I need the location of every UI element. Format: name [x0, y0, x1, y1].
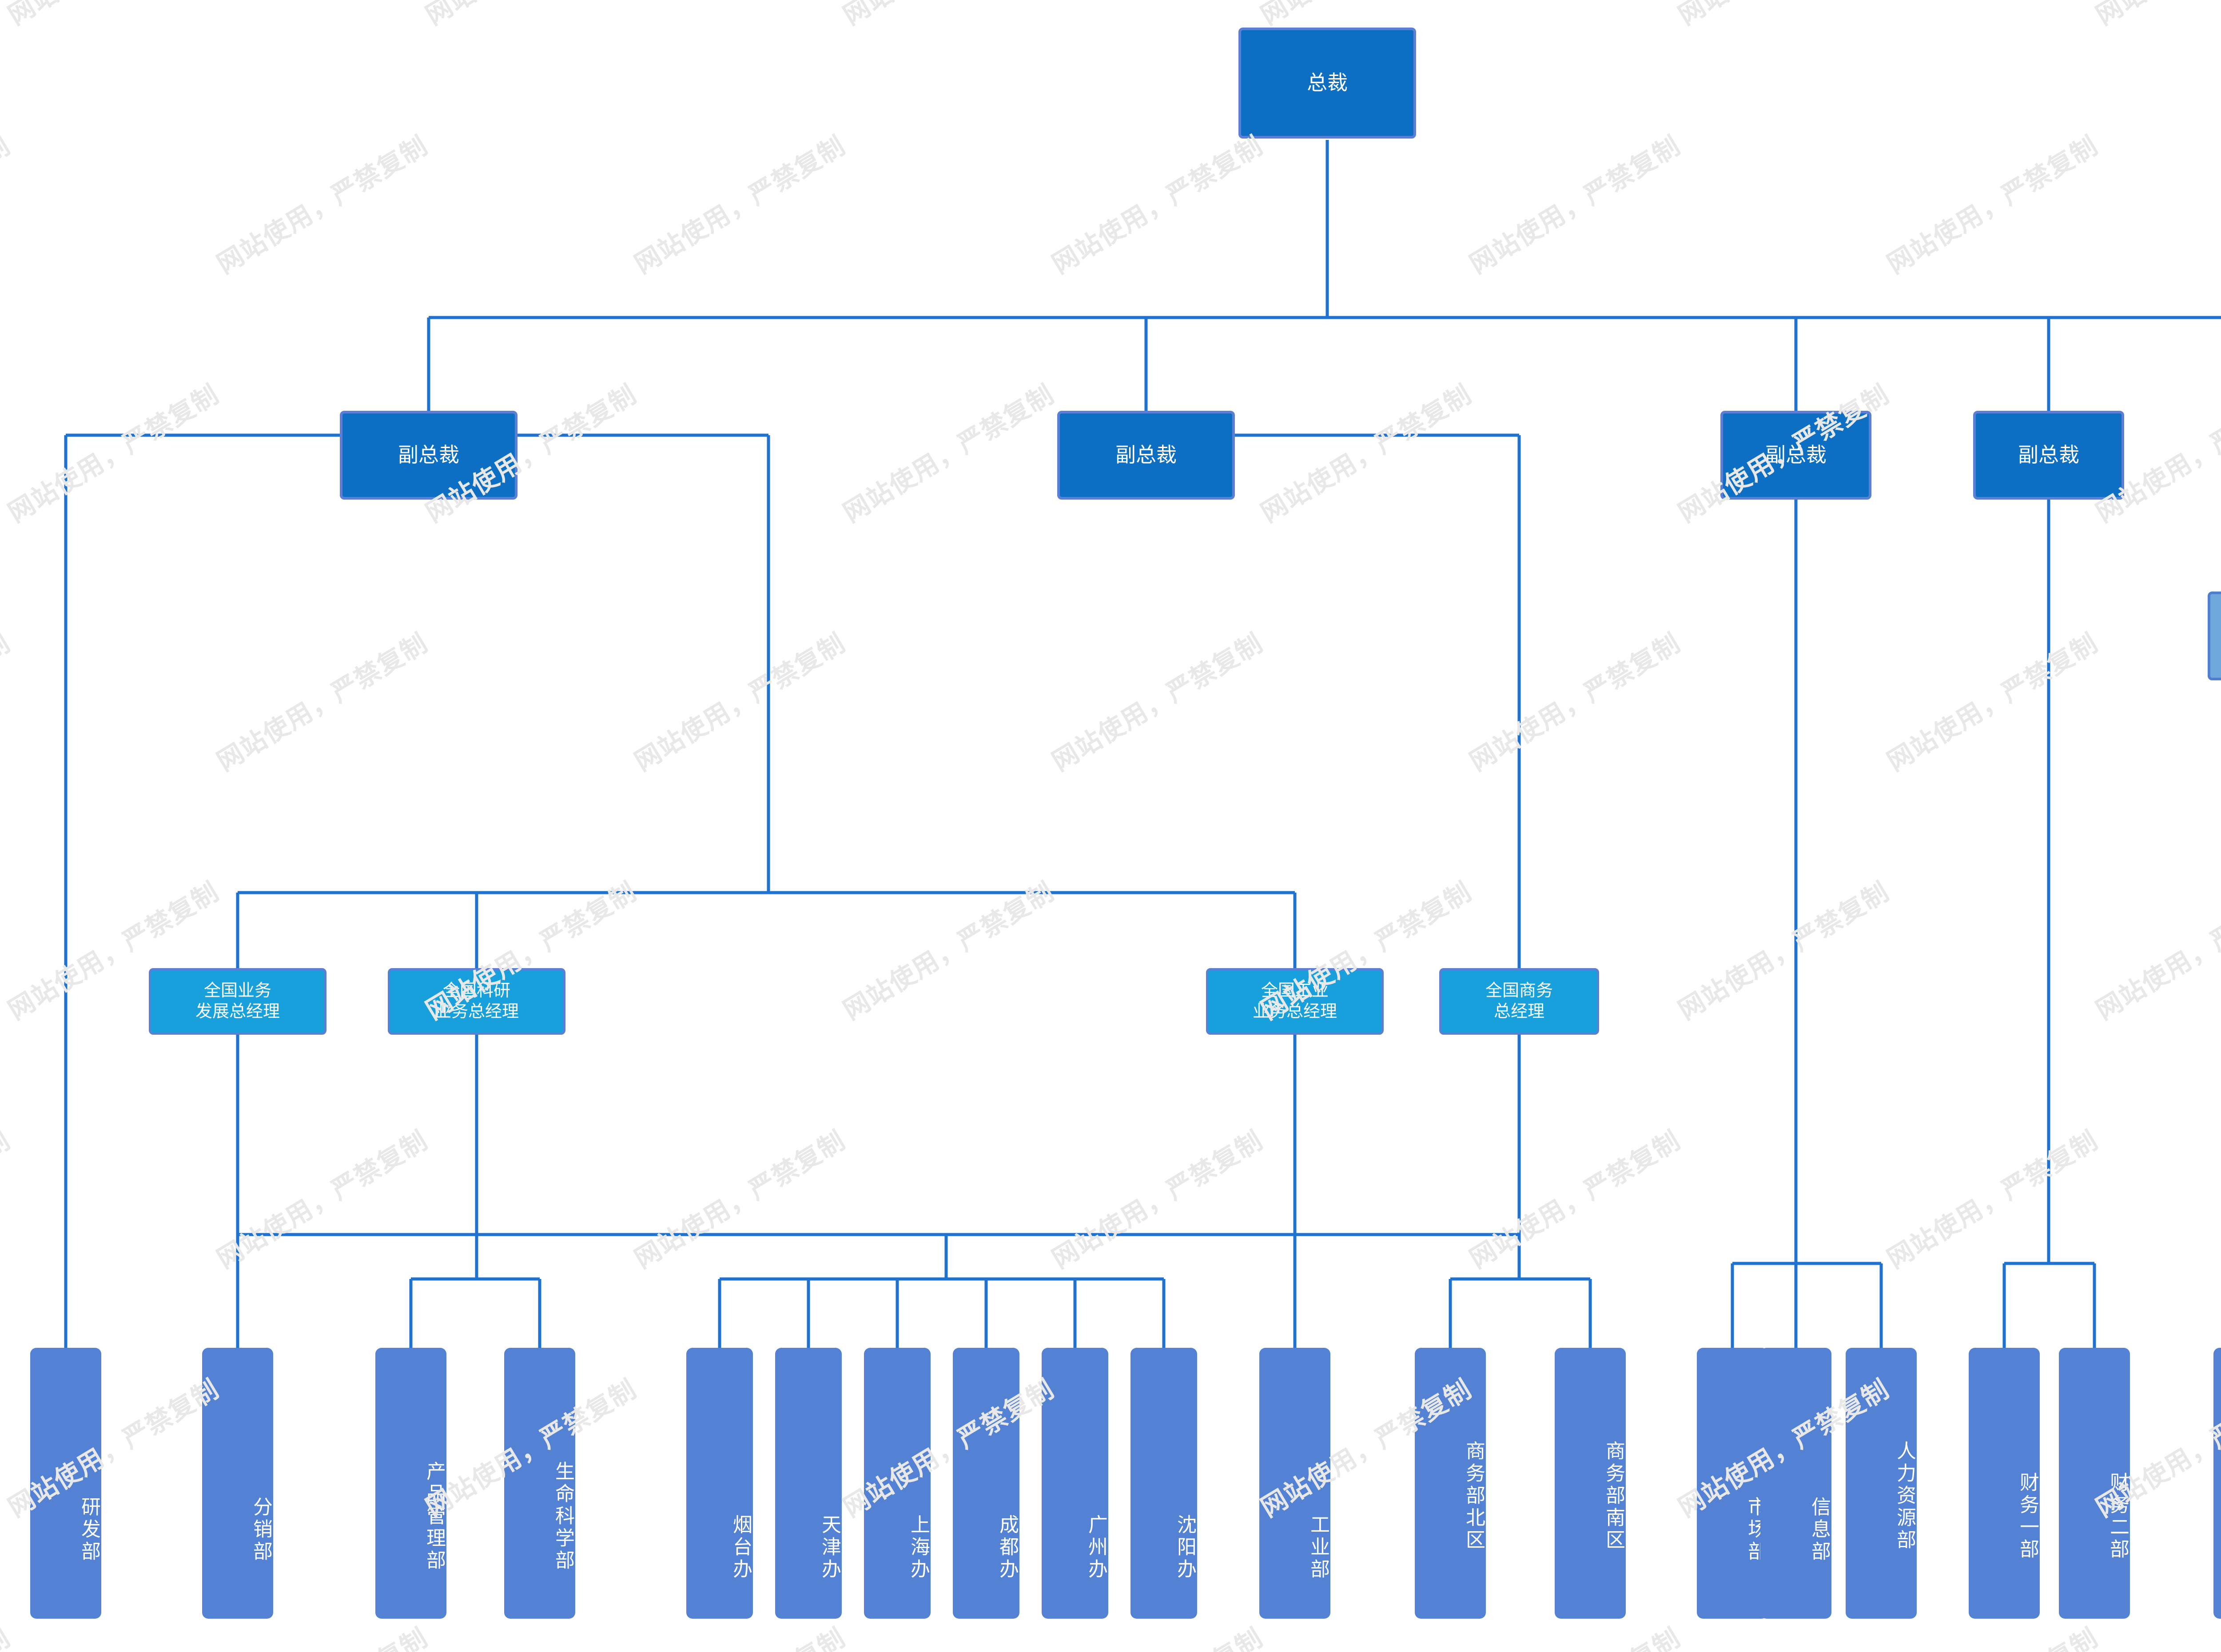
- node-vice-president-4[interactable]: 副总裁: [1973, 411, 2124, 500]
- node-office-tianjin-label: 天津办: [819, 1514, 840, 1581]
- node-office-guangzhou-label: 广州办: [1085, 1514, 1107, 1581]
- node-office-tianjin[interactable]: 天津办: [775, 1348, 842, 1619]
- node-president[interactable]: 总裁: [1238, 28, 1416, 139]
- node-department-finance-one-label: 财务一部: [2017, 1472, 2038, 1561]
- node-department-finance-one[interactable]: 财务一部: [1969, 1348, 2040, 1619]
- node-department-life-science-label: 生命科学部: [552, 1461, 574, 1572]
- node-office-yantai[interactable]: 烟台办: [686, 1348, 753, 1619]
- node-vice-president-2-label: 副总裁: [1115, 443, 1177, 467]
- node-department-industrial[interactable]: 工业部: [1259, 1348, 1330, 1619]
- node-vice-president-4-label: 副总裁: [2018, 443, 2079, 467]
- node-office-shanghai-label: 上海办: [908, 1514, 929, 1581]
- node-department-product-management[interactable]: 产品管理部: [375, 1348, 446, 1619]
- node-department-distribution-label: 分销部: [250, 1497, 272, 1563]
- node-office-shenyang[interactable]: 沈阳办: [1130, 1348, 1197, 1619]
- node-vice-president-2[interactable]: 副总裁: [1057, 411, 1235, 500]
- node-gm-3-line1: 全国工业: [1261, 981, 1329, 1000]
- node-office-yantai-label: 烟台办: [730, 1514, 752, 1581]
- node-office-guangzhou[interactable]: 广州办: [1042, 1348, 1108, 1619]
- node-vice-president-3[interactable]: 副总裁: [1720, 411, 1871, 500]
- node-office-shenyang-label: 沈阳办: [1174, 1514, 1196, 1581]
- node-department-information-label: 信息部: [1808, 1497, 1830, 1563]
- node-department-human-resources-label: 人力资源部: [1894, 1441, 1915, 1552]
- node-gm-2-line2: 业务总经理: [434, 1002, 519, 1021]
- node-department-life-science[interactable]: 生命科学部: [504, 1348, 575, 1619]
- node-office-chengdu[interactable]: 成都办: [953, 1348, 1019, 1619]
- node-office-shanghai[interactable]: 上海办: [864, 1348, 931, 1619]
- node-gm-national-industrial[interactable]: 全国工业 业务总经理: [1206, 968, 1384, 1035]
- node-department-human-resources[interactable]: 人力资源部: [1846, 1348, 1917, 1619]
- node-department-commerce-north[interactable]: 商务部北区: [1415, 1348, 1486, 1619]
- node-gm-4-line1: 全国商务: [1485, 981, 1553, 1000]
- node-vice-president-3-label: 副总裁: [1765, 443, 1827, 467]
- node-department-commerce-south-label: 商务部南区: [1603, 1441, 1624, 1552]
- node-gm-national-research[interactable]: 全国科研 业务总经理: [388, 968, 565, 1035]
- node-vice-president-1-label: 副总裁: [398, 443, 459, 467]
- node-department-product-management-label: 产品管理部: [423, 1461, 445, 1572]
- node-gm-1-line1: 全国业务: [203, 981, 271, 1000]
- node-department-commerce-south[interactable]: 商务部南区: [1555, 1348, 1626, 1619]
- node-department-information[interactable]: 信息部: [1760, 1348, 1831, 1619]
- node-department-office[interactable]: 办公室: [2213, 1348, 2221, 1619]
- node-office-chengdu-label: 成都办: [996, 1514, 1018, 1581]
- node-gm-national-business-development[interactable]: 全国业务 发展总经理: [149, 968, 326, 1035]
- node-department-distribution[interactable]: 分销部: [202, 1348, 273, 1619]
- node-gm-4-line2: 总经理: [1493, 1002, 1544, 1021]
- node-gm-1-line2: 发展总经理: [195, 1002, 280, 1021]
- node-gm-3-line2: 业务总经理: [1252, 1002, 1337, 1021]
- node-department-marketing[interactable]: 市场部: [1697, 1348, 1768, 1619]
- node-department-finance-two-label: 财务二部: [2107, 1472, 2129, 1561]
- node-president-assistant[interactable]: 总裁助理: [2208, 592, 2221, 680]
- node-president-label: 总裁: [1307, 71, 1348, 95]
- node-gm-2-line1: 全国科研: [442, 981, 510, 1000]
- node-department-industrial-label: 工业部: [1307, 1514, 1329, 1581]
- node-department-finance-two[interactable]: 财务二部: [2059, 1348, 2130, 1619]
- node-department-rd[interactable]: 研发部: [30, 1348, 101, 1619]
- node-gm-national-commerce[interactable]: 全国商务 总经理: [1439, 968, 1599, 1035]
- node-department-rd-label: 研发部: [78, 1497, 100, 1563]
- node-department-commerce-north-label: 商务部北区: [1463, 1441, 1485, 1552]
- node-vice-president-1[interactable]: 副总裁: [340, 411, 517, 500]
